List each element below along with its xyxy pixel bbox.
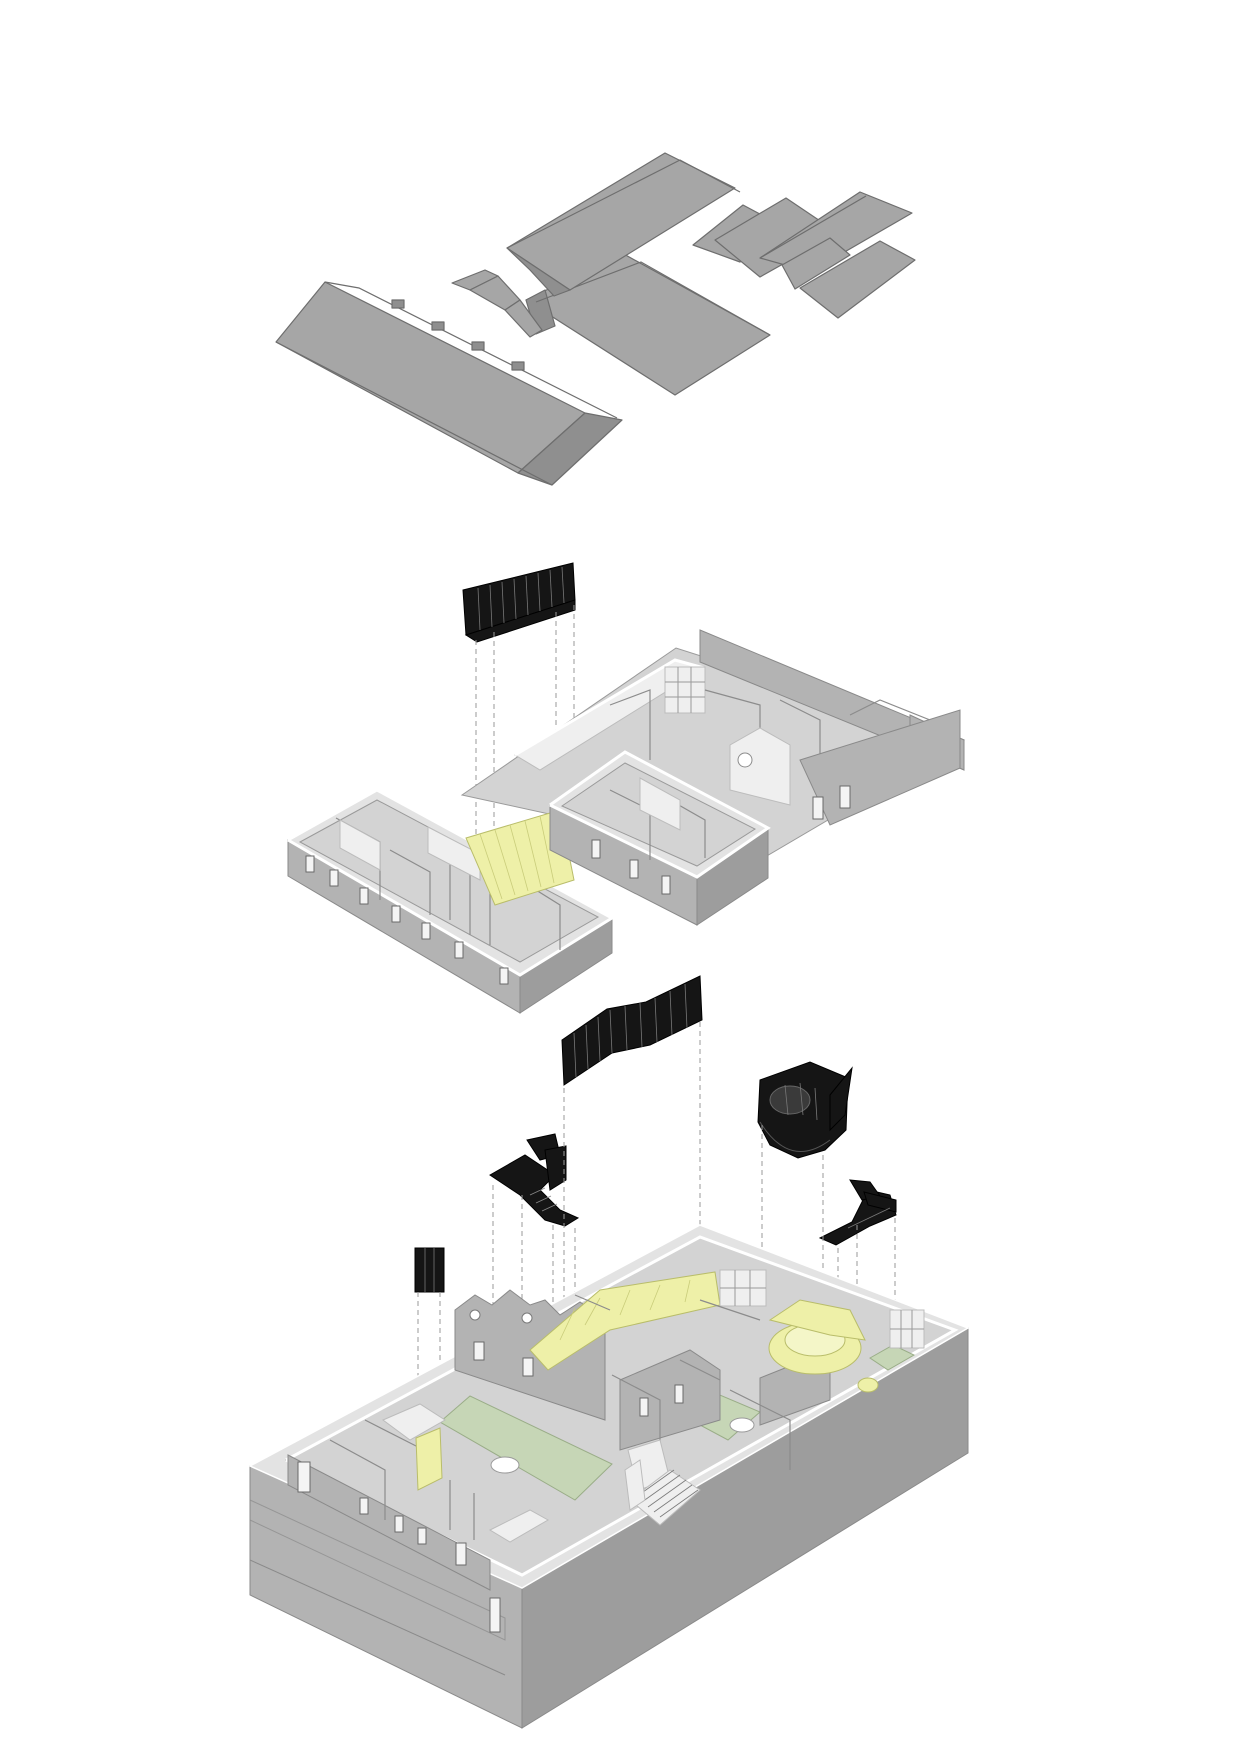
upper-grid-windows [664,666,706,714]
black-bench-element [818,1179,897,1246]
black-screen-upper [462,562,576,643]
roof-right-gables [714,191,916,319]
upper-floor-layer [286,562,966,1014]
guide-lines-lower [417,1022,896,1440]
ground-floor-layer [248,1224,970,1729]
upper-left-block [286,788,615,1014]
black-round-element [757,1061,853,1159]
black-small-panel [414,1247,445,1293]
upper-middle-block [548,750,771,926]
ground-staircase [624,1459,701,1526]
roof-left-gable [275,281,623,486]
black-ribbon-wall [561,975,703,1086]
roof-layer [275,152,916,486]
inserted-elements-layer [414,975,897,1440]
ground-grid-windows [719,1269,925,1349]
ground-yellow-insert [529,1271,879,1393]
roof-connector-pieces [451,269,543,338]
ground-left-wing [287,1403,550,1633]
black-stair-element [489,1133,580,1227]
